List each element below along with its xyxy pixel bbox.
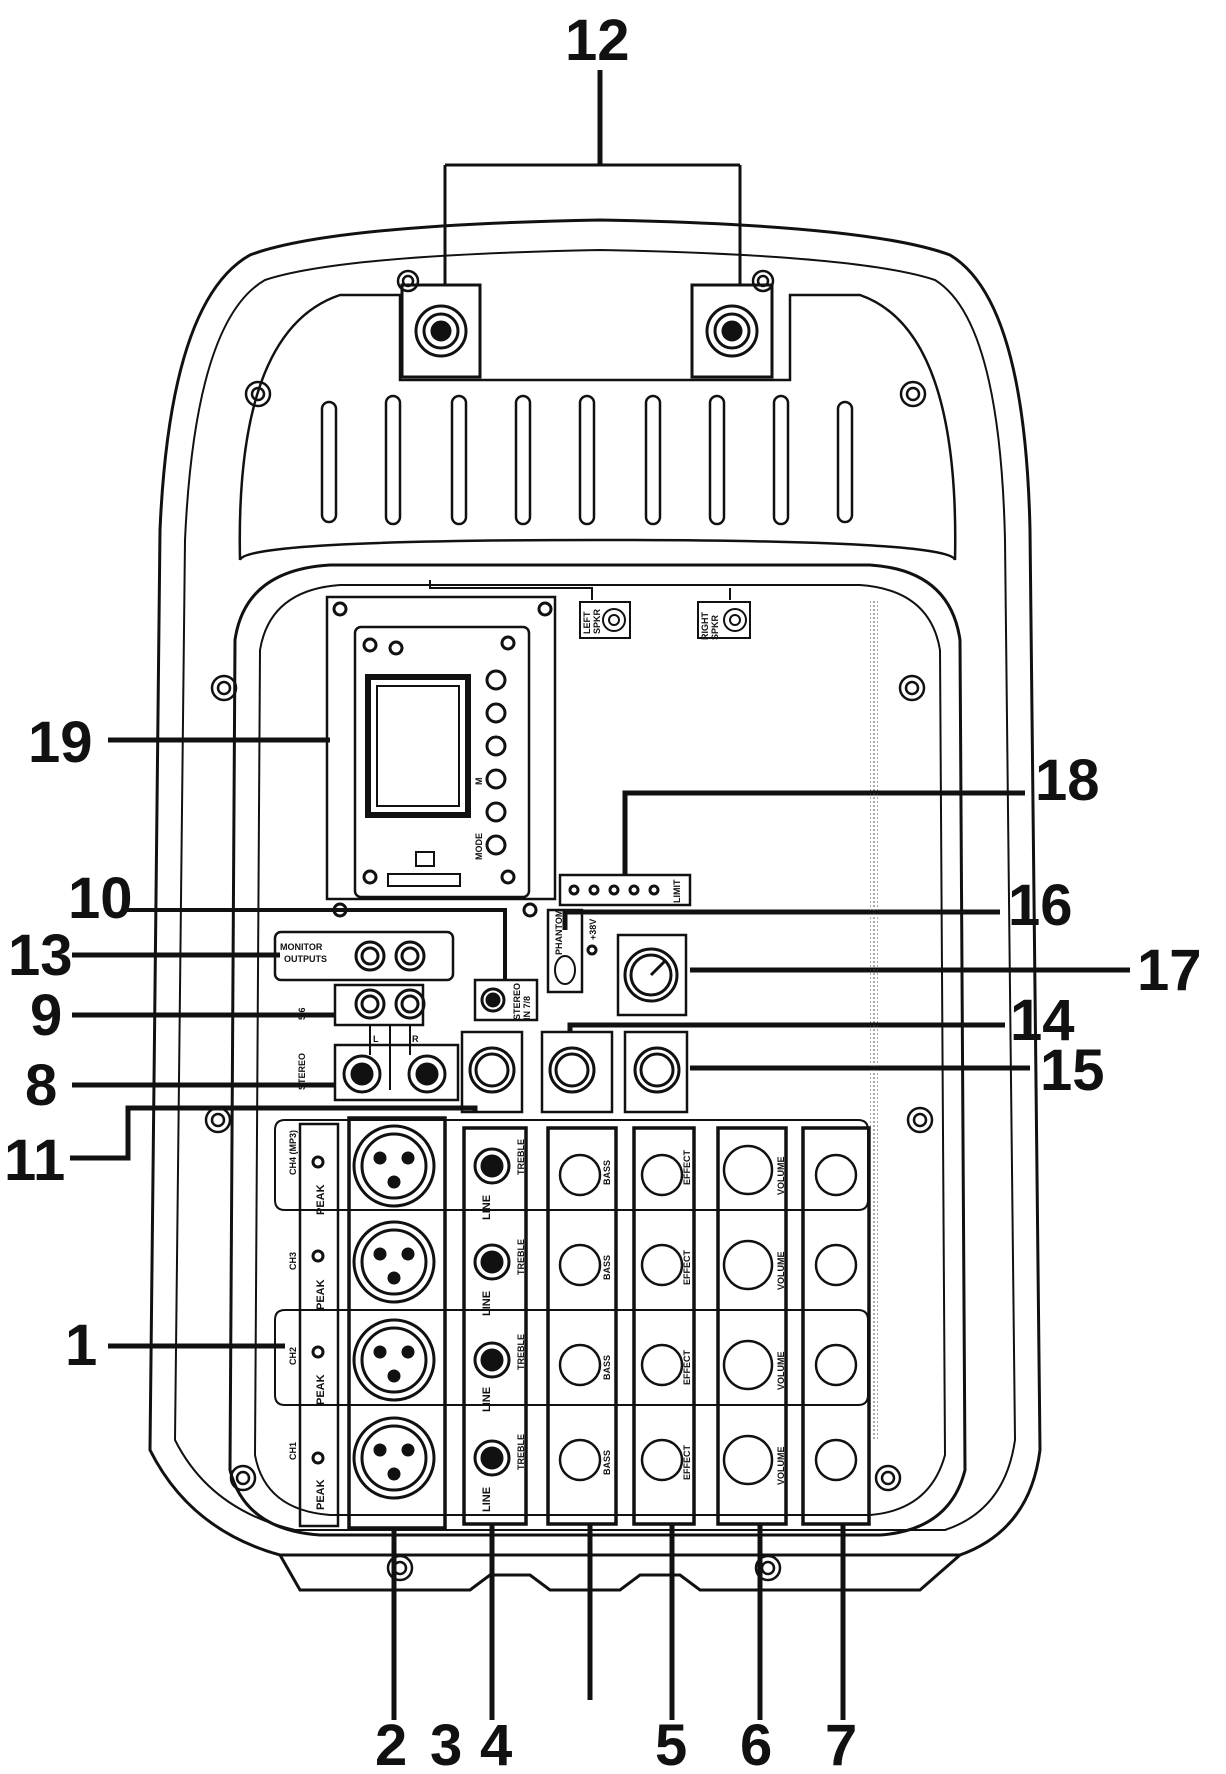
mp3-m-label: M xyxy=(474,778,484,786)
xlr-input-strip xyxy=(347,1116,447,1530)
limit-leds xyxy=(558,873,692,907)
callout-11: 11 xyxy=(4,1128,65,1193)
outputs-label: OUTPUTS xyxy=(284,954,327,964)
cabinet-outline xyxy=(148,218,1042,1557)
callout-15: 15 xyxy=(1040,1038,1105,1103)
speaker-output-jacks xyxy=(400,283,774,379)
volume-label-ch3: VOLUME xyxy=(776,1251,786,1290)
bass-label-ch2: BASS xyxy=(602,1355,612,1380)
channel-knobs xyxy=(558,1144,858,1486)
callout-13: 13 xyxy=(8,923,73,988)
leader-lines xyxy=(70,70,1130,1720)
callout-9: 9 xyxy=(30,983,62,1048)
line-label-ch3: LINE xyxy=(481,1291,493,1316)
treble-label-ch3: TREBLE xyxy=(516,1239,526,1275)
stereo-78-label-2: IN 7/8 xyxy=(522,996,532,1020)
ch2-label: CH2 xyxy=(288,1347,298,1365)
master-section-knobs xyxy=(460,1030,689,1114)
master-volume-knob xyxy=(616,933,688,1017)
line-input-strip xyxy=(462,1126,528,1526)
callout-16: 16 xyxy=(1008,873,1073,938)
callout-4: 4 xyxy=(480,1713,512,1774)
treble-label-ch1: TREBLE xyxy=(516,1434,526,1470)
callout-6: 6 xyxy=(740,1713,772,1774)
monitor-label: MONITOR xyxy=(280,942,323,952)
stereo-78-label: STEREO xyxy=(512,983,522,1020)
knob-strips xyxy=(546,1126,871,1526)
right-spkr-label-2: SPKR xyxy=(710,614,720,640)
line-label-ch2: LINE xyxy=(481,1387,493,1412)
callout-10: 10 xyxy=(68,866,133,931)
vent-slots xyxy=(320,394,854,526)
right-spkr-label: RIGHT xyxy=(700,612,710,641)
right-channel-label: R xyxy=(412,1034,419,1044)
stereo-in-rca xyxy=(333,983,426,1090)
panel-outer xyxy=(228,563,967,1537)
peak-label-ch4: PEAK xyxy=(315,1184,327,1215)
panel-inner xyxy=(253,584,947,1516)
stereo-56-label: 5/6 xyxy=(297,1007,307,1020)
callout-12: 12 xyxy=(565,8,630,73)
ch1-label: CH1 xyxy=(288,1442,298,1460)
phantom-label: PHANTOM xyxy=(554,910,564,955)
effect-label-ch4: EFFECT xyxy=(682,1149,692,1185)
ch3-label: CH3 xyxy=(288,1252,298,1270)
callout-1: 1 xyxy=(65,1313,97,1378)
phantom-voltage-label: +38V xyxy=(588,919,598,940)
callout-5: 5 xyxy=(655,1713,687,1774)
callout-14: 14 xyxy=(1010,988,1075,1053)
treble-label-ch4: TREBLE xyxy=(516,1139,526,1175)
callout-17: 17 xyxy=(1137,938,1202,1003)
limit-label: LIMIT xyxy=(672,879,682,903)
mp3-module xyxy=(325,595,557,918)
treble-label-ch2: TREBLE xyxy=(516,1334,526,1370)
stereo-label: STEREO xyxy=(297,1053,307,1090)
left-spkr-label-2: SPKR xyxy=(592,608,602,634)
bottom-feet xyxy=(278,1553,961,1592)
callout-8: 8 xyxy=(25,1053,57,1118)
callout-3: 3 xyxy=(430,1713,462,1774)
peak-label-ch2: PEAK xyxy=(315,1374,327,1405)
volume-label-ch2: VOLUME xyxy=(776,1351,786,1390)
peak-strip xyxy=(298,1122,340,1528)
callout-18: 18 xyxy=(1035,748,1100,813)
line-label-ch4: LINE xyxy=(481,1195,493,1220)
effect-label-ch1: EFFECT xyxy=(682,1444,692,1480)
volume-label-ch1: VOLUME xyxy=(776,1446,786,1485)
cabinet-inner-outline xyxy=(173,248,1017,1531)
mp3-mode-label: MODE xyxy=(474,833,484,860)
peak-label-ch1: PEAK xyxy=(315,1479,327,1510)
callout-7: 7 xyxy=(825,1713,857,1774)
line-label-ch1: LINE xyxy=(481,1487,493,1512)
left-channel-label: L xyxy=(373,1034,379,1044)
volume-label-ch4: VOLUME xyxy=(776,1156,786,1195)
speaker-link-jacks xyxy=(429,580,751,639)
effect-label-ch2: EFFECT xyxy=(682,1349,692,1385)
ch4-label: CH4 (MP3) xyxy=(288,1130,298,1175)
callout-2: 2 xyxy=(375,1713,407,1774)
top-recess xyxy=(238,293,957,561)
effect-label-ch3: EFFECT xyxy=(682,1249,692,1285)
left-spkr-label: LEFT xyxy=(582,611,592,634)
bass-label-ch4: BASS xyxy=(602,1160,612,1185)
bass-label-ch3: BASS xyxy=(602,1255,612,1280)
stereo-in-jacks xyxy=(333,1043,460,1102)
grille-dots xyxy=(870,600,878,1440)
peak-label-ch3: PEAK xyxy=(315,1279,327,1310)
bass-label-ch1: BASS xyxy=(602,1450,612,1475)
callout-19: 19 xyxy=(28,710,93,775)
